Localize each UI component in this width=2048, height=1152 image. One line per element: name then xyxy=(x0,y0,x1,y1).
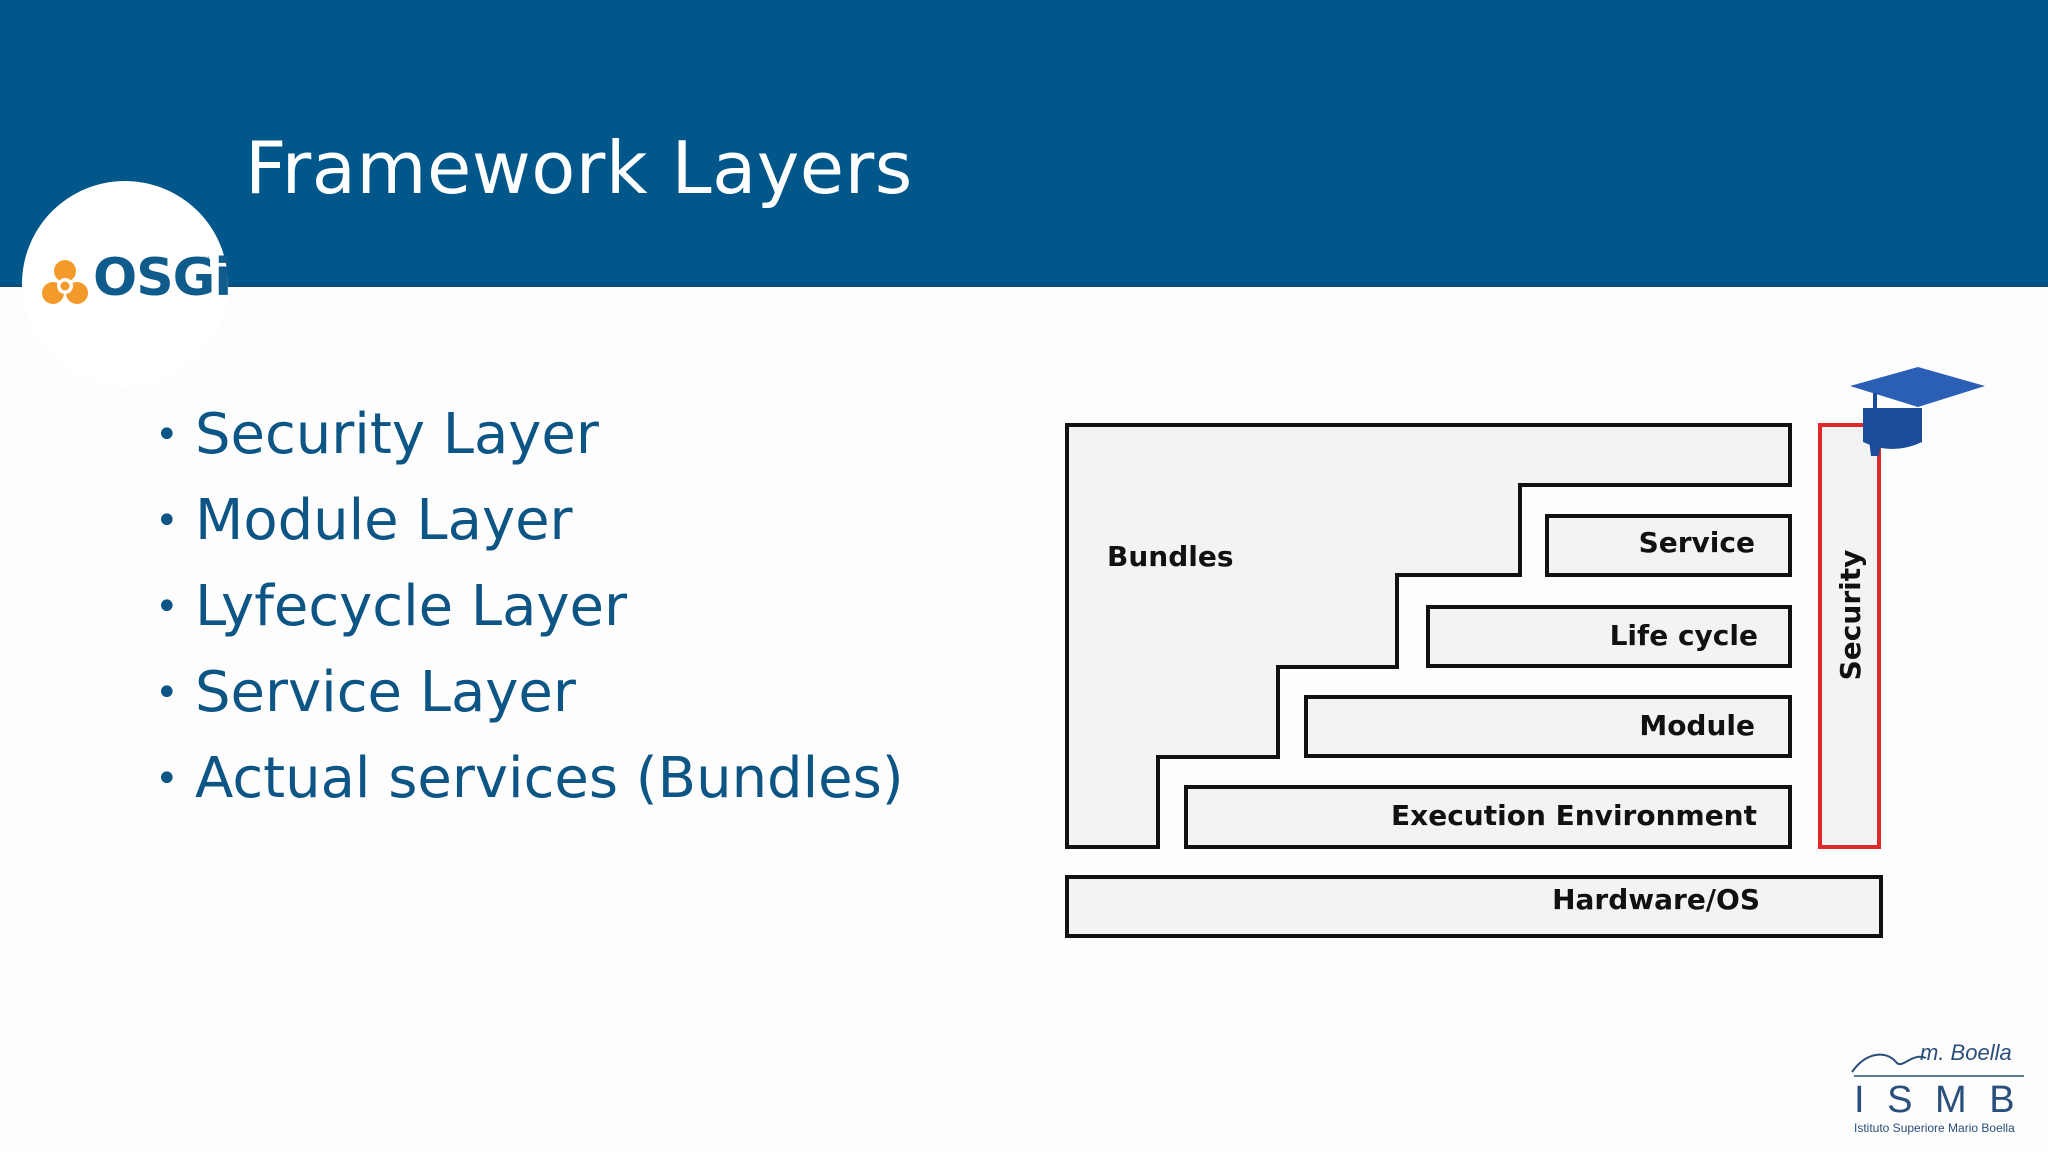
module-label: Module xyxy=(1639,709,1755,742)
bullet-item: • Lyfecycle Layer xyxy=(155,564,904,650)
execution-environment-box xyxy=(1184,785,1792,849)
bullet-marker: • xyxy=(155,412,179,458)
slide-title: Framework Layers xyxy=(245,126,913,210)
hardware-os-label: Hardware/OS xyxy=(1552,883,1760,916)
hardware-os-box xyxy=(1065,875,1883,938)
logo-wordmark: OSGi xyxy=(93,248,232,308)
osgi-logo-icon xyxy=(42,260,88,304)
bullet-item: • Module Layer xyxy=(155,478,904,564)
ismb-signature-swash xyxy=(1851,1053,1927,1073)
ismb-letters: I S M B xyxy=(1854,1079,2021,1121)
bundles-region xyxy=(1065,423,1792,849)
lifecycle-label: Life cycle xyxy=(1610,619,1758,652)
bullet-text: Actual services (Bundles) xyxy=(195,746,904,811)
security-layer-box xyxy=(1818,423,1881,849)
bullet-text: Service Layer xyxy=(195,660,576,725)
ismb-signature: m. Boella xyxy=(1920,1040,2012,1065)
bullet-marker: • xyxy=(155,584,179,630)
bullet-text: Module Layer xyxy=(195,488,573,553)
logo-trademark: ™ xyxy=(201,256,211,267)
bullet-text: Security Layer xyxy=(195,402,599,467)
bullet-marker: • xyxy=(155,498,179,544)
bullet-marker: • xyxy=(155,756,179,802)
execution-environment-label: Execution Environment xyxy=(1391,799,1757,832)
bundles-label: Bundles xyxy=(1107,540,1234,573)
header-band xyxy=(0,0,2048,287)
bullet-item: • Service Layer xyxy=(155,650,904,736)
module-layer-box xyxy=(1304,695,1792,758)
ismb-logo: m. Boella I S M B Istituto Superiore Mar… xyxy=(1851,1040,2024,1135)
bullet-text: Lyfecycle Layer xyxy=(195,574,628,639)
bullet-list: • Security Layer • Module Layer • Lyfecycle… xyxy=(155,392,904,822)
bullet-item: • Actual services (Bundles) xyxy=(155,736,904,822)
graduation-cap-icon xyxy=(1850,367,1985,456)
service-label: Service xyxy=(1639,526,1755,559)
ismb-caption: Istituto Superiore Mario Boella xyxy=(1854,1121,2015,1135)
bullet-marker: • xyxy=(155,670,179,716)
layers-diagram: Bundles Service Life cycle Module Execut… xyxy=(1065,367,1985,938)
service-layer-box xyxy=(1545,514,1792,577)
lifecycle-layer-box xyxy=(1426,605,1792,668)
bullet-item: • Security Layer xyxy=(155,392,904,478)
security-label: Security xyxy=(1834,550,1867,681)
